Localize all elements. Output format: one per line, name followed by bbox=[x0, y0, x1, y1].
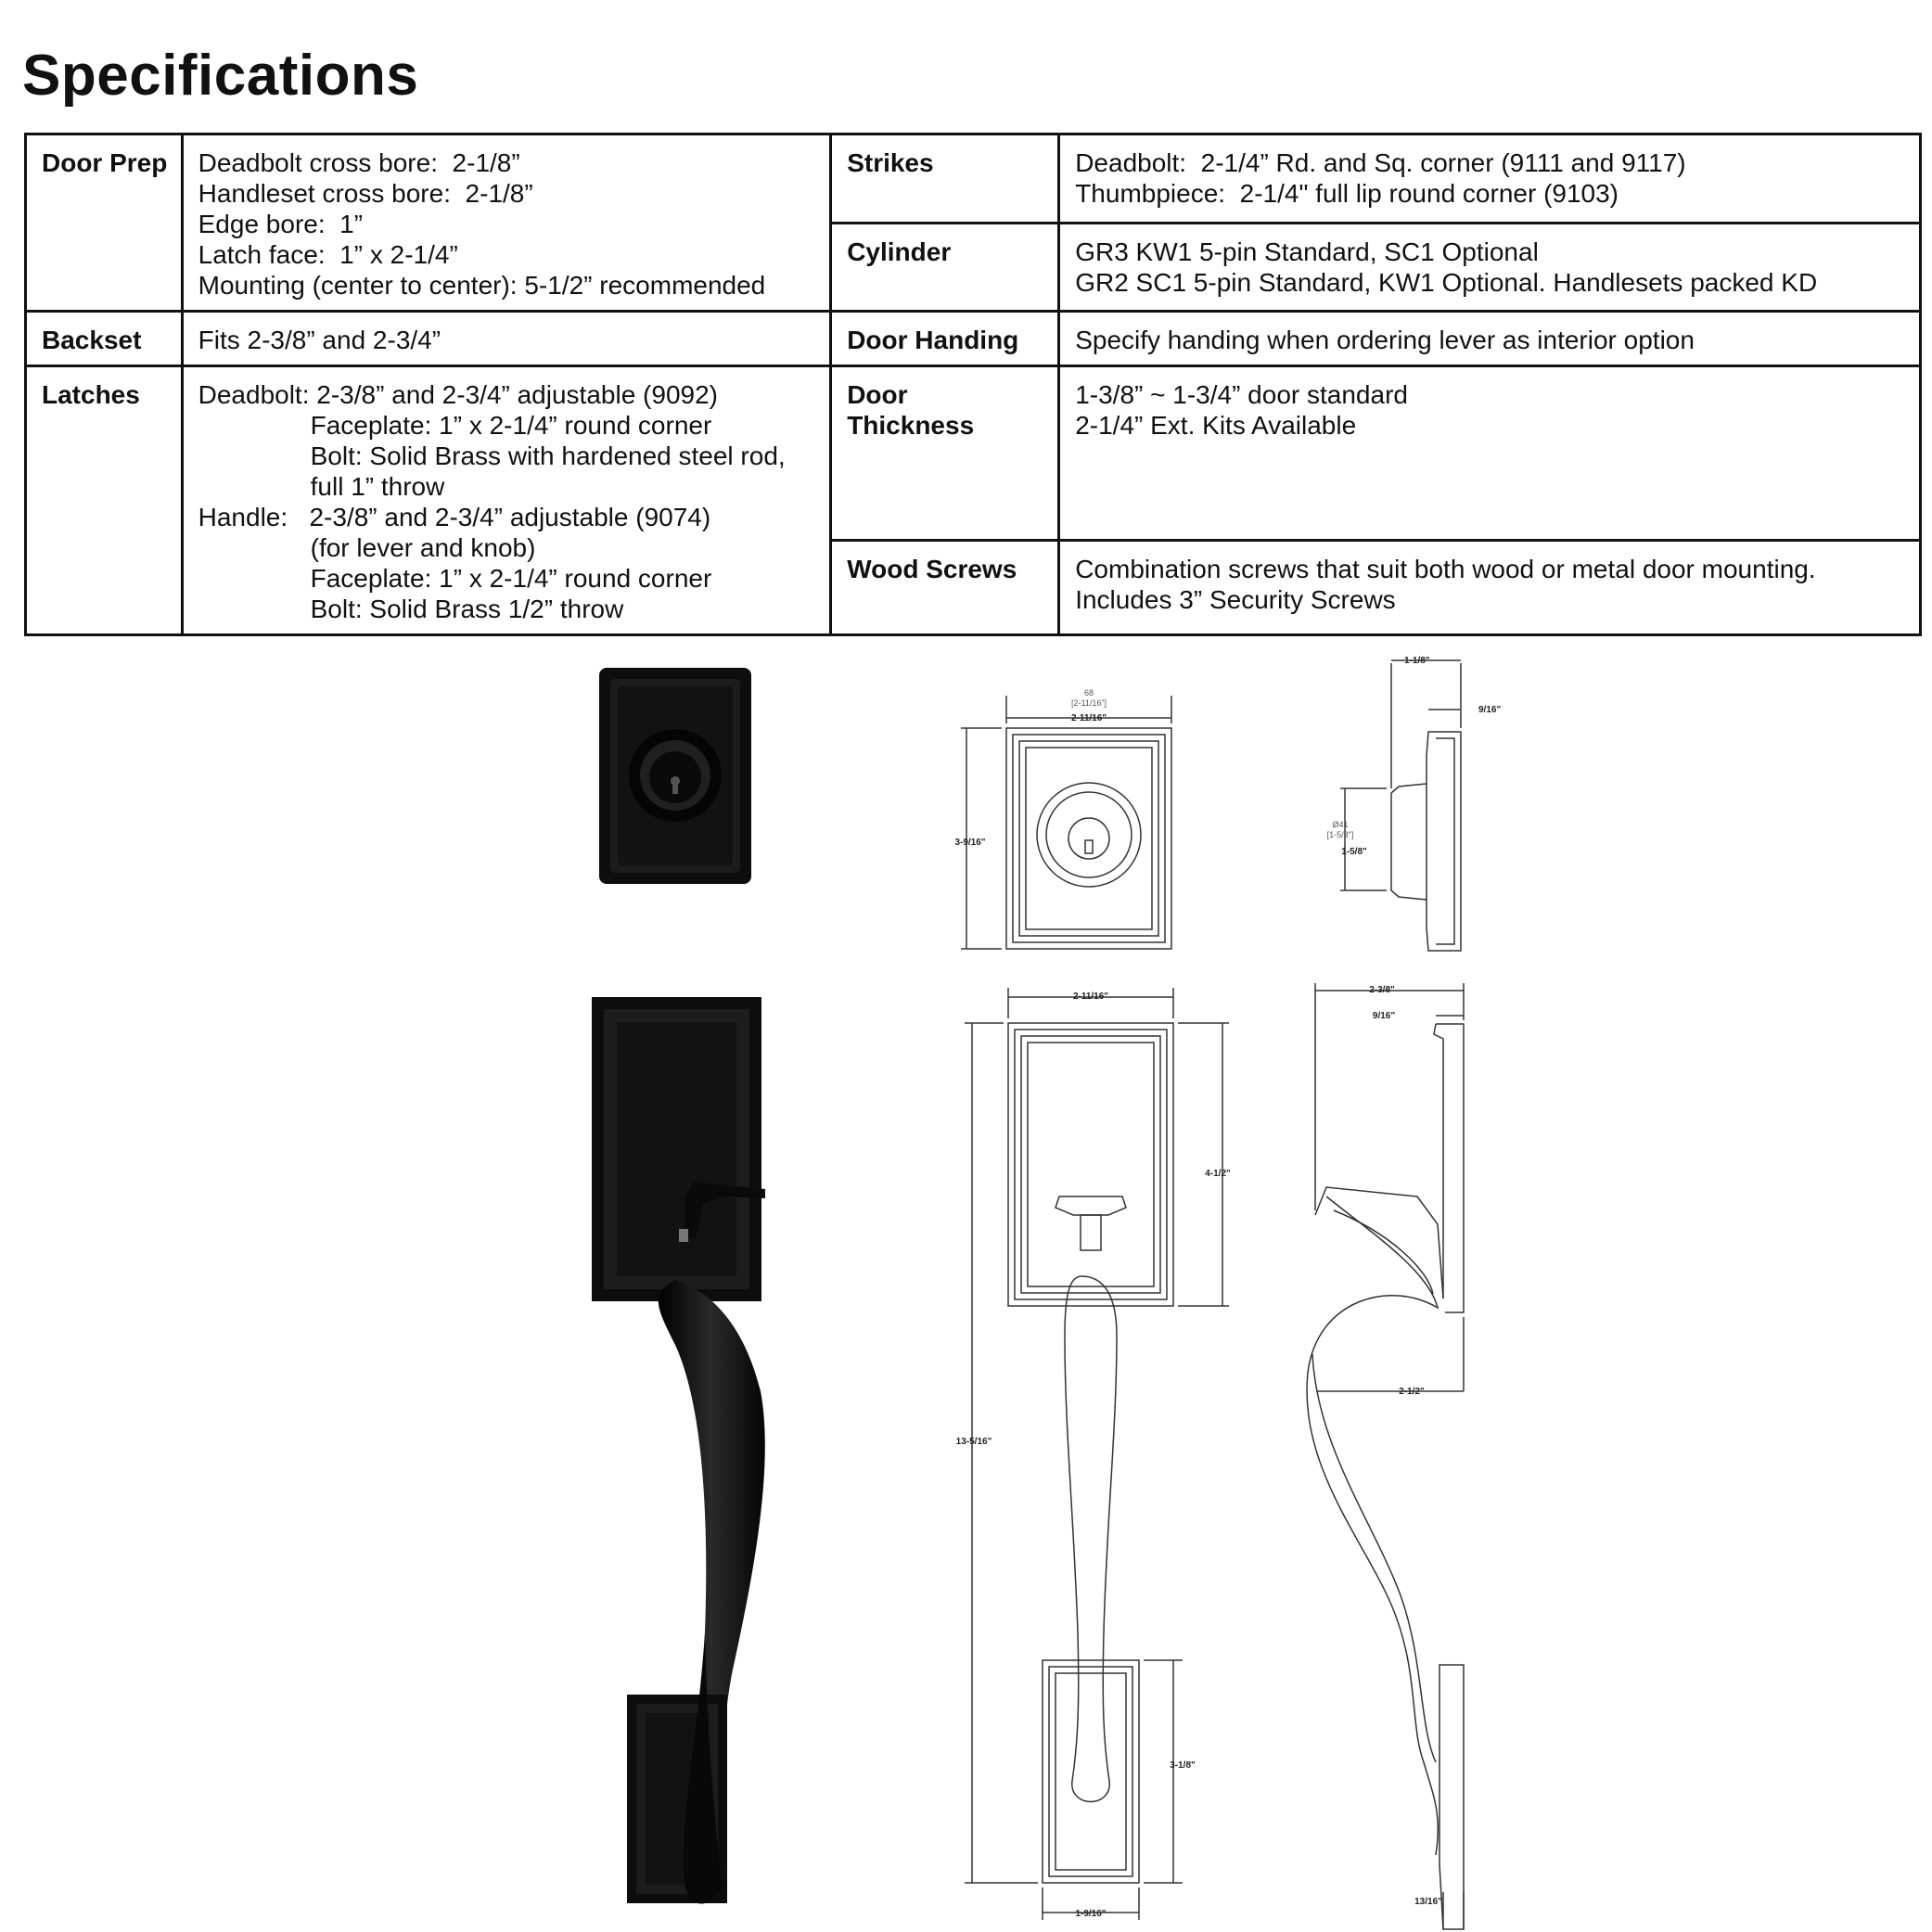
deadbolt-front-drawing bbox=[961, 696, 1172, 950]
cylinder-line: GR3 KW1 5-pin Standard, SC1 Optional bbox=[1075, 237, 1539, 266]
deadbolt-dia-mm-in: [1-5/8"] bbox=[1327, 830, 1354, 839]
wood-screws-line: Includes 3” Security Screws bbox=[1075, 584, 1396, 614]
page-title: Specifications bbox=[22, 44, 419, 108]
backset-value: Fits 2-3/8” and 2-3/4” bbox=[180, 310, 833, 367]
handle-bottom-width-label: 1-9/16" bbox=[1075, 1909, 1106, 1919]
backset-line: Fits 2-3/8” and 2-3/4” bbox=[198, 326, 441, 354]
deadbolt-width-label: 2-11/16" bbox=[1071, 713, 1107, 723]
strikes-line: Deadbolt: 2-1/4” Rd. and Sq. corner (911… bbox=[1075, 148, 1686, 177]
latches-line: Faceplate: 1” x 2-1/4” round corner bbox=[310, 411, 712, 440]
deadbolt-width-mm: 68 bbox=[1084, 688, 1094, 697]
cylinder-value: GR3 KW1 5-pin Standard, SC1 Optional GR2… bbox=[1057, 221, 1922, 313]
door-thickness-line: 1-3/8” ~ 1-3/4” door standard bbox=[1075, 380, 1408, 409]
latches-label: Latches bbox=[24, 365, 184, 636]
door-prep-value: Deadbolt cross bore: 2-1/8” Handleset cr… bbox=[180, 133, 833, 313]
handleset-front-drawing bbox=[965, 988, 1229, 1920]
deadbolt-rose-label: 9/16" bbox=[1478, 705, 1501, 715]
wood-screws-label: Wood Screws bbox=[829, 538, 1061, 637]
deadbolt-projection-label: 1-1/8" bbox=[1404, 656, 1430, 666]
door-thickness-value: 1-3/8” ~ 1-3/4” door standard 2-1/4” Ext… bbox=[1057, 365, 1922, 542]
latches-line: Handle: 2-3/8” and 2-3/4” adjustable (90… bbox=[198, 503, 711, 531]
backset-label: Backset bbox=[24, 310, 184, 367]
handle-side-plate-label: 9/16" bbox=[1373, 1011, 1395, 1021]
wood-screws-value: Combination screws that suit both wood o… bbox=[1057, 538, 1922, 637]
latches-value: Deadbolt: 2-3/8” and 2-3/4” adjustable (… bbox=[180, 365, 833, 636]
handle-projection-label: 2-3/8" bbox=[1369, 985, 1395, 995]
product-illustrations: 68 [2-11/16"] 2-11/16" 3-9/16" 1-1/8" 9/… bbox=[592, 656, 1501, 1930]
cylinder-label: Cylinder bbox=[829, 221, 1061, 313]
handle-bottom-label: 13/16" bbox=[1414, 1897, 1442, 1907]
handle-width-label: 2-11/16" bbox=[1073, 992, 1108, 1002]
door-prep-label: Door Prep bbox=[24, 133, 184, 313]
specifications-table: Door Prep Deadbolt cross bore: 2-1/8” Ha… bbox=[24, 133, 1922, 637]
strikes-label: Strikes bbox=[829, 133, 1061, 224]
latches-line: Deadbolt: 2-3/8” and 2-3/4” adjustable (… bbox=[198, 380, 718, 409]
door-handing-value: Specify handing when ordering lever as i… bbox=[1057, 310, 1922, 367]
deadbolt-width-mm-in: [2-11/16"] bbox=[1071, 698, 1107, 708]
door-thickness-label-1: Door bbox=[847, 380, 908, 409]
latches-line: Faceplate: 1” x 2-1/4” round corner bbox=[310, 564, 712, 593]
deadbolt-side-drawing bbox=[1340, 659, 1462, 952]
deadbolt-height-label: 3-9/16" bbox=[954, 838, 985, 848]
latches-line: (for lever and knob) bbox=[310, 533, 536, 562]
handleset-side-drawing bbox=[1306, 983, 1465, 1930]
handle-total-height-label: 13-5/16" bbox=[956, 1437, 992, 1447]
door-prep-line: Mounting (center to center): 5-1/2” reco… bbox=[198, 271, 766, 300]
strikes-value: Deadbolt: 2-1/4” Rd. and Sq. corner (911… bbox=[1057, 133, 1922, 224]
latches-line: Bolt: Solid Brass with hardened steel ro… bbox=[310, 441, 786, 470]
handle-plate-height-label: 4-1/2" bbox=[1205, 1169, 1231, 1179]
door-thickness-label-2: Thickness bbox=[847, 411, 975, 440]
door-prep-line: Latch face: 1” x 2-1/4” bbox=[198, 240, 458, 269]
door-thickness-label: Door Thickness bbox=[829, 365, 1061, 542]
cylinder-line: GR2 SC1 5-pin Standard, KW1 Optional. Ha… bbox=[1075, 267, 1818, 297]
handle-bottom-height-label: 3-1/8" bbox=[1170, 1760, 1196, 1771]
door-handing-line: Specify handing when ordering lever as i… bbox=[1075, 326, 1695, 354]
door-handing-label: Door Handing bbox=[829, 310, 1061, 367]
door-prep-line: Deadbolt cross bore: 2-1/8” bbox=[198, 148, 520, 177]
wood-screws-line: Combination screws that suit both wood o… bbox=[1075, 554, 1816, 583]
strikes-line: Thumbpiece: 2-1/4" full lip round corner… bbox=[1075, 179, 1619, 208]
handle-grip-label: 2-1/2" bbox=[1399, 1387, 1425, 1397]
latches-line: Bolt: Solid Brass 1/2” throw bbox=[310, 595, 624, 623]
deadbolt-dia-mm: Ø41 bbox=[1332, 820, 1348, 829]
deadbolt-dia-label: 1-5/8" bbox=[1341, 847, 1367, 857]
door-thickness-line: 2-1/4” Ext. Kits Available bbox=[1075, 411, 1357, 440]
handleset-photo bbox=[592, 997, 765, 1904]
latches-line: full 1” throw bbox=[310, 472, 445, 501]
deadbolt-photo bbox=[599, 668, 751, 884]
door-prep-line: Edge bore: 1” bbox=[198, 210, 364, 238]
door-prep-line: Handleset cross bore: 2-1/8” bbox=[198, 179, 533, 208]
